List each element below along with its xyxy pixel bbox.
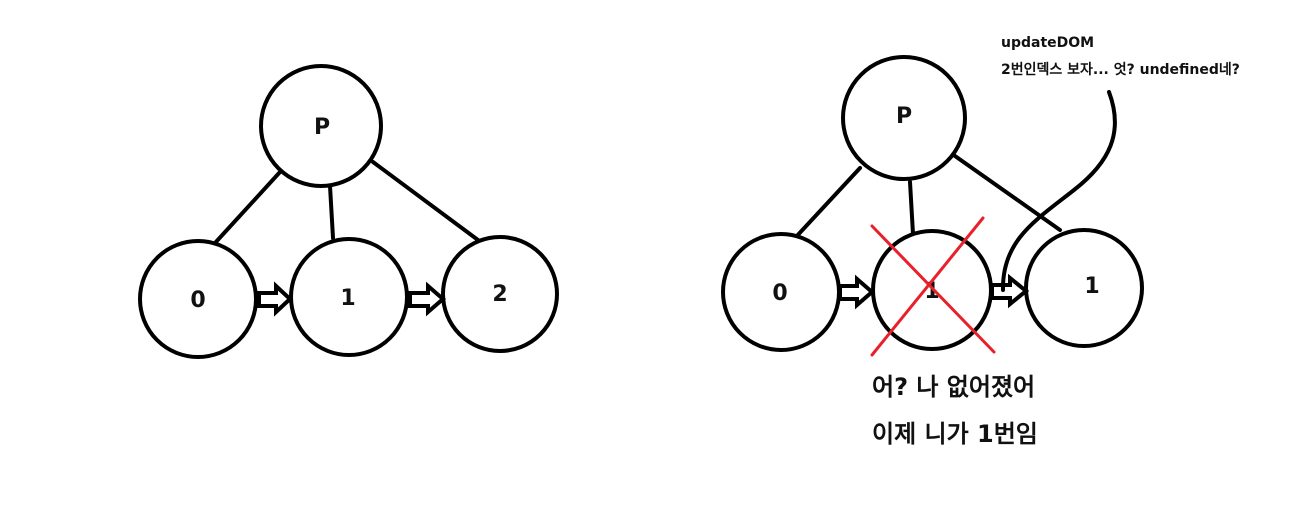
right-sibling-arrow-1-2: [990, 273, 1030, 309]
left-child-node-2: [441, 235, 559, 353]
removed-annotation: 어? 나 없어졌어 이제 니가 1번임: [872, 373, 1038, 448]
right-edge-p-2: [953, 154, 1062, 232]
right-edge-p-1: [908, 180, 915, 236]
left-child-label-1: 1: [340, 286, 355, 311]
update-dom-line2: 2번인덱스 보자... 엇? undefined네?: [1001, 61, 1240, 78]
left-edge-p-0: [213, 170, 282, 245]
left-tree: P 0 1 2: [138, 64, 559, 359]
right-sibling-arrow-0-1: [838, 274, 876, 310]
update-dom-pointer-line: [1000, 90, 1117, 292]
right-child-node-2: [1024, 228, 1144, 348]
left-child-label-0: 0: [190, 288, 205, 313]
right-parent-label: P: [896, 104, 912, 129]
right-tree: P 0 1 1: [721, 55, 1144, 357]
right-edge-p-0: [793, 166, 862, 240]
left-child-node-1: [289, 237, 409, 357]
removed-line2: 이제 니가 1번임: [872, 420, 1038, 448]
update-dom-annotation: updateDOM 2번인덱스 보자... 엇? undefined네?: [1000, 35, 1240, 292]
left-sibling-arrow-1-2: [408, 281, 447, 317]
removed-line1: 어? 나 없어졌어: [872, 373, 1035, 401]
left-child-label-2: 2: [492, 282, 507, 307]
right-child-label-2: 1: [1084, 274, 1099, 299]
right-child-label-0: 0: [772, 281, 787, 306]
left-sibling-arrow-0-1: [257, 281, 293, 317]
removed-cross-mark: [870, 216, 996, 357]
update-dom-line1: updateDOM: [1001, 35, 1094, 51]
left-edge-p-2: [371, 160, 480, 242]
right-parent-node: [841, 55, 967, 181]
left-parent-label: P: [314, 115, 330, 140]
left-child-node-0: [138, 239, 258, 359]
left-parent-node: [259, 64, 383, 188]
left-edge-p-1: [328, 184, 335, 240]
